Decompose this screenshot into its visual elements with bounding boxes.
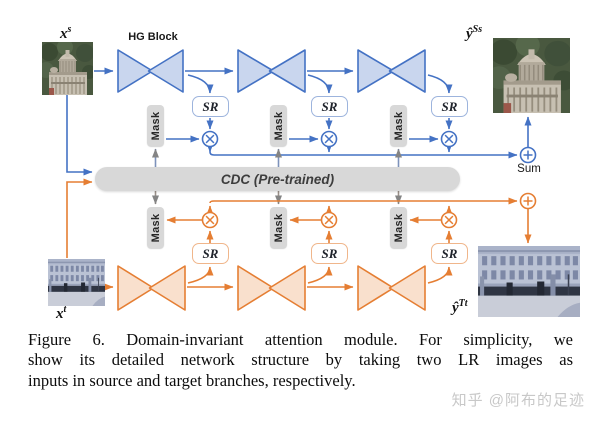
sr-box-source-1: SR [192,96,229,117]
source-input-label: xs [60,24,72,42]
target-branch-arrows [66,178,532,291]
sr-box-target-1: SR [192,243,229,264]
cdc-feed-arrows [152,148,402,205]
hg-block-label: HG Block [128,31,178,43]
cdc-pretrained-bar: CDC (Pre-trained) [95,167,460,191]
source-input-image [42,42,93,95]
sr-box-target-3: SR [431,243,468,264]
sr-box-target-2: SR [311,243,348,264]
caption-line-2: show its detailed network structure by t… [28,350,573,370]
target-output-image [478,246,580,317]
hg-block-shapes-source [117,49,426,93]
figure-caption: Figure 6. Domain-invariant attention mod… [28,330,573,391]
sum-node-target [519,192,537,210]
target-output-label: ŷTt [452,298,468,316]
caption-line-1: Figure 6. Domain-invariant attention mod… [28,330,573,349]
source-output-image [493,38,570,113]
sum-label: Sum [517,163,541,175]
mask-box-source-3: Mask [390,105,407,146]
mask-box-target-2: Mask [270,207,287,248]
sr-box-source-3: SR [431,96,468,117]
source-branch-arrows [66,67,532,176]
sum-node-source [519,146,537,164]
mask-box-source-1: Mask [147,105,164,146]
mask-box-target-1: Mask [147,207,164,248]
zhihu-watermark: 知乎 @阿布的足迹 [451,392,585,409]
target-input-image [48,259,105,306]
sr-box-source-2: SR [311,96,348,117]
hg-block-shapes-target [117,265,426,311]
mask-box-source-2: Mask [270,105,287,146]
mask-box-target-3: Mask [390,207,407,248]
target-input-label: xt [56,304,67,322]
caption-line-3: inputs in source and target branches, re… [28,370,356,390]
source-output-label: ŷSs [466,24,483,42]
